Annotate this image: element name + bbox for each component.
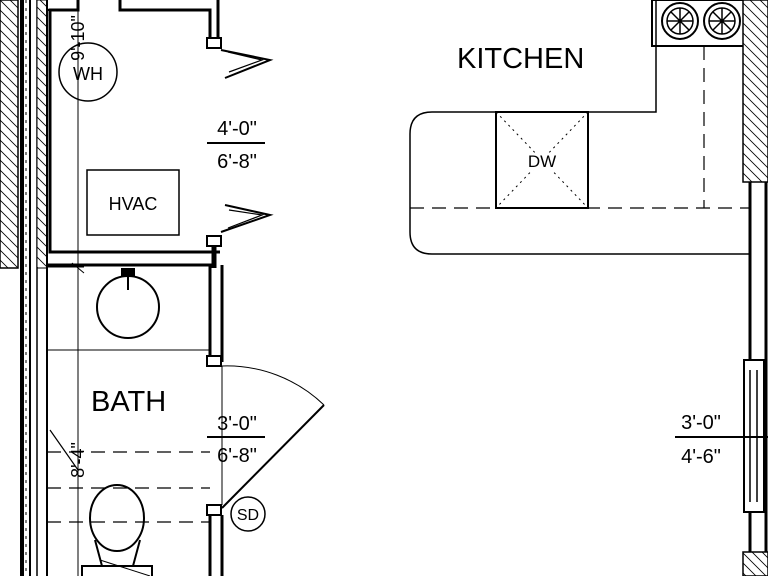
bath-sink	[96, 268, 160, 339]
door-tag-closet-width: 4'-0"	[217, 118, 257, 140]
door-tag-bath: 3'-0" 6'-8"	[207, 413, 265, 467]
door-tag-bath-width: 3'-0"	[217, 413, 257, 435]
kitchen-counter	[409, 0, 750, 255]
closet-bifold-door-top	[220, 49, 274, 79]
dimension-lower: 8'-4"	[68, 442, 88, 478]
bath-toilet	[81, 484, 153, 576]
water-heater: WH	[58, 42, 118, 102]
door-tag-bath-height: 6'-8"	[217, 445, 257, 467]
smoke-detector-label: SD	[237, 507, 259, 524]
bath-door	[221, 365, 325, 509]
dimension-upper: 9'-10"	[68, 15, 88, 61]
room-label-kitchen: KITCHEN	[457, 43, 584, 75]
hvac-unit: HVAC	[86, 169, 180, 236]
window-tag-width: 3'-0"	[681, 412, 721, 434]
window-tag: 3'-0" 4'-6"	[675, 412, 768, 468]
door-tag-closet-height: 6'-8"	[217, 151, 257, 173]
dishwasher-label: DW	[528, 152, 556, 171]
burner-icon	[703, 2, 741, 40]
burner-icon	[661, 2, 699, 40]
right-exterior-wall	[742, 0, 768, 576]
door-tag-closet: 4'-0" 6'-8"	[207, 118, 265, 173]
water-heater-label: WH	[73, 64, 103, 84]
window-tag-height: 4'-6"	[681, 446, 721, 468]
dishwasher: DW	[495, 111, 589, 209]
smoke-detector: SD	[230, 496, 266, 532]
kitchen-range	[651, 0, 749, 47]
bath-tub-outline	[47, 429, 210, 523]
hvac-label: HVAC	[109, 194, 158, 214]
vertical-dimension: 9'-10" 8'-4"	[48, 0, 88, 576]
room-label-bath: BATH	[91, 386, 166, 418]
left-exterior-wall	[0, 0, 48, 576]
closet-bifold-door-bottom	[220, 204, 274, 233]
bath-walls	[47, 263, 224, 576]
